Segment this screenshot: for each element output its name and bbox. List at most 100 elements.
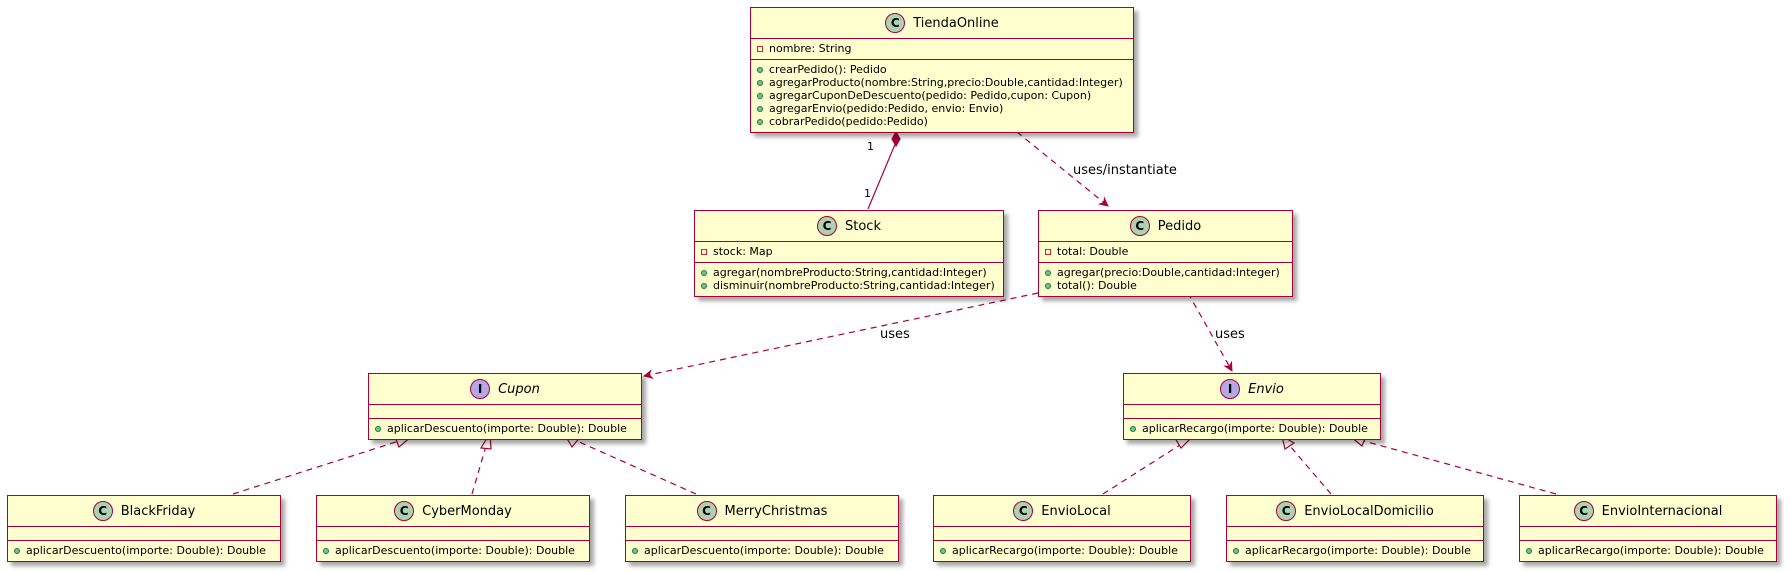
- class-merrychristmas: C MerryChristmas aplicarDescuento(importe:…: [625, 495, 899, 562]
- class-stereotype-icon: C: [1276, 501, 1297, 521]
- class-name: EnvioInternacional: [1601, 503, 1723, 519]
- relation-label-uses-cupon: uses: [880, 327, 910, 342]
- relation-uses-cupon: [643, 292, 1039, 380]
- public-visibility-icon: [1233, 547, 1239, 554]
- class-stereotype-icon: C: [696, 501, 717, 521]
- interface-stereotype-icon: I: [1220, 379, 1241, 399]
- class-name: EnvioLocal: [1041, 503, 1111, 519]
- member-text: agregarCuponDeDescuento(pedido: Pedido,c…: [769, 89, 1092, 102]
- attributes-section: [1227, 527, 1483, 541]
- method: agregarEnvio(pedido:Pedido, envio: Envio…: [757, 102, 1127, 115]
- public-visibility-icon: [757, 118, 763, 125]
- method: agregarCuponDeDescuento(pedido: Pedido,c…: [757, 89, 1127, 102]
- class-name: Envio: [1248, 381, 1284, 397]
- member-text: crearPedido(): Pedido: [769, 63, 887, 76]
- method: agregarProducto(nombre:String,precio:Dou…: [757, 76, 1127, 89]
- member-text: agregar(precio:Double,cantidad:Integer): [1057, 266, 1280, 279]
- attribute: nombre: String: [757, 42, 1127, 55]
- realization-enviolocaldomicilio: [1289, 445, 1332, 495]
- relation-uses-envio: [1187, 292, 1233, 372]
- interface-stereotype-icon: I: [470, 379, 491, 399]
- attributes-section: [8, 527, 280, 541]
- class-header: C EnvioLocal: [934, 496, 1190, 527]
- class-stereotype-icon: C: [394, 501, 415, 521]
- attribute: total: Double: [1045, 245, 1286, 258]
- methods-section: aplicarRecargo(importe: Double): Double: [1124, 419, 1380, 439]
- multiplicity-tienda-end: 1: [867, 140, 874, 153]
- class-header: C Pedido: [1039, 211, 1292, 242]
- member-text: aplicarDescuento(importe: Double): Doubl…: [335, 544, 575, 557]
- member-text: total: Double: [1057, 245, 1129, 258]
- private-visibility-icon: [701, 248, 707, 255]
- methods-section: aplicarRecargo(importe: Double): Double: [1520, 541, 1776, 561]
- member-text: total(): Double: [1057, 279, 1137, 292]
- class-name: TiendaOnline: [913, 15, 999, 31]
- method: agregar(nombreProducto:String,cantidad:I…: [701, 266, 997, 279]
- class-header: C CyberMonday: [317, 496, 589, 527]
- class-name: CyberMonday: [422, 503, 512, 519]
- realization-cybermonday: [471, 445, 487, 495]
- method: aplicarDescuento(importe: Double): Doubl…: [375, 422, 635, 435]
- public-visibility-icon: [14, 547, 20, 554]
- attributes-section: [317, 527, 589, 541]
- member-text: disminuir(nombreProducto:String,cantidad…: [713, 279, 995, 292]
- method: aplicarDescuento(importe: Double): Doubl…: [632, 544, 892, 557]
- methods-section: aplicarDescuento(importe: Double): Doubl…: [8, 541, 280, 561]
- attribute: stock: Map: [701, 245, 997, 258]
- member-text: aplicarRecargo(importe: Double): Double: [952, 544, 1178, 557]
- composition-diamond: [891, 130, 901, 148]
- member-text: aplicarRecargo(importe: Double): Double: [1142, 422, 1368, 435]
- realization-enviointernacional: [1363, 440, 1557, 495]
- attributes-section: [934, 527, 1190, 541]
- methods-section: aplicarDescuento(importe: Double): Doubl…: [317, 541, 589, 561]
- class-header: C Stock: [695, 211, 1003, 242]
- public-visibility-icon: [757, 79, 763, 86]
- class-stereotype-icon: C: [92, 501, 113, 521]
- class-header: I Envio: [1124, 374, 1380, 405]
- public-visibility-icon: [757, 92, 763, 99]
- methods-section: aplicarRecargo(importe: Double): Double: [934, 541, 1190, 561]
- class-stereotype-icon: C: [817, 216, 837, 236]
- class-name: MerryChristmas: [724, 503, 828, 519]
- public-visibility-icon: [1045, 282, 1051, 289]
- member-text: stock: Map: [713, 245, 773, 258]
- method: disminuir(nombreProducto:String,cantidad…: [701, 279, 997, 292]
- class-enviolocal: C EnvioLocal aplicarRecargo(importe: Doubl…: [933, 495, 1191, 562]
- private-visibility-icon: [757, 45, 763, 52]
- member-text: aplicarRecargo(importe: Double): Double: [1538, 544, 1764, 557]
- class-name: Pedido: [1157, 218, 1202, 234]
- class-stock: C Stock stock: Map agregar(nombreProducto:S…: [694, 210, 1004, 297]
- relation-label-uses-envio: uses: [1215, 327, 1245, 342]
- public-visibility-icon: [757, 105, 763, 112]
- realization-enviolocal: [1102, 442, 1184, 495]
- relation-label-uses-instantiate: uses/instantiate: [1073, 163, 1177, 178]
- realization-blackfriday: [232, 440, 400, 495]
- class-pedido: C Pedido total: Double agregar(precio:Doubl…: [1038, 210, 1293, 297]
- method: cobrarPedido(pedido:Pedido): [757, 115, 1127, 128]
- method: aplicarDescuento(importe: Double): Doubl…: [323, 544, 583, 557]
- private-visibility-icon: [1045, 248, 1051, 255]
- class-name: Cupon: [498, 381, 540, 397]
- methods-section: aplicarRecargo(importe: Double): Double: [1227, 541, 1483, 561]
- public-visibility-icon: [1526, 547, 1532, 554]
- member-text: agregar(nombreProducto:String,cantidad:I…: [713, 266, 987, 279]
- relation-composition-stock: [867, 141, 897, 210]
- attributes-section: [626, 527, 898, 541]
- class-stereotype-icon: C: [1129, 216, 1150, 236]
- attributes-section: stock: Map: [695, 242, 1003, 263]
- public-visibility-icon: [1045, 269, 1051, 276]
- class-name: Stock: [845, 218, 881, 234]
- member-text: agregarEnvio(pedido:Pedido, envio: Envio…: [769, 102, 1004, 115]
- class-stereotype-icon: C: [1013, 501, 1034, 521]
- public-visibility-icon: [940, 547, 946, 554]
- methods-section: agregar(nombreProducto:String,cantidad:I…: [695, 263, 1003, 296]
- public-visibility-icon: [757, 66, 763, 73]
- member-text: agregarProducto(nombre:String,precio:Dou…: [769, 76, 1123, 89]
- relation-uses-instantiate: [1016, 131, 1109, 207]
- multiplicity-stock-end: 1: [864, 187, 871, 200]
- realization-merrychristmas: [576, 440, 697, 495]
